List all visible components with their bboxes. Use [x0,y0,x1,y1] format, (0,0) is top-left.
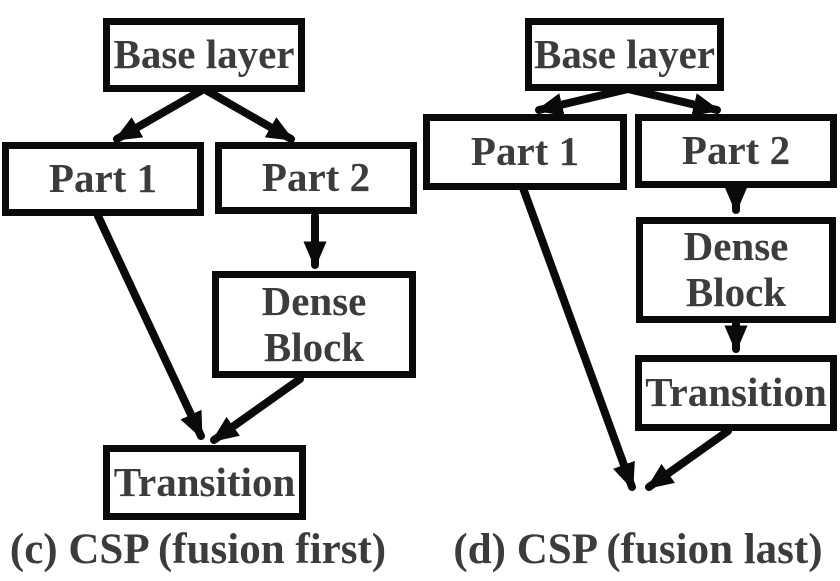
arrow-c-part1-to-transition [94,212,205,440]
arrow-d-part1-to-fusion-point [519,184,636,491]
node-d-base-layer: Base layer [525,18,724,91]
arrow-d-transition-to-fusion-point [645,427,732,491]
caption-d: (d) CSP (fusion last) [453,526,823,573]
node-c-part2: Part 2 [215,142,417,214]
node-d-part1: Part 1 [423,114,627,190]
arrow-c-base-to-part1 [113,85,208,143]
node-d-transition: Transition [635,355,837,431]
node-c-dense-block: Dense Block [212,271,416,378]
node-c-transition: Transition [103,445,306,520]
caption-c: (c) CSP (fusion first) [9,526,387,573]
node-d-part2: Part 2 [635,114,837,188]
arrow-c-dense-to-transition [210,375,304,444]
node-c-base-layer: Base layer [103,18,305,92]
node-c-part1: Part 1 [2,142,204,216]
arrow-d-base-to-part2 [624,85,721,116]
arrow-d-base-to-part1 [535,85,632,116]
node-d-dense-block: Dense Block [636,217,836,323]
arrow-c-base-to-part2 [200,85,295,143]
